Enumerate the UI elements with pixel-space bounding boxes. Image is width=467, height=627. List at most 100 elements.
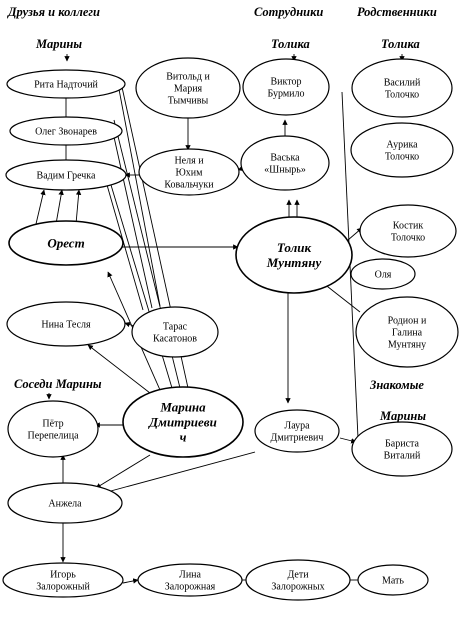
edge-taras-rita [116, 83, 161, 307]
node-nelya-label: Неля и [174, 156, 204, 167]
node-mat-ellipse [357, 564, 429, 596]
node-taras-ellipse [131, 306, 219, 358]
node-petr-ellipse [7, 400, 99, 458]
node-rodion-ellipse [355, 296, 459, 368]
node-igor-label: Залорожный [36, 582, 90, 593]
node-rodion-label: Мунтяну [388, 340, 426, 351]
node-marina-label: Марина [159, 400, 206, 415]
edge-igor-lina [122, 578, 139, 584]
node-tolik-label: Толик [277, 240, 312, 255]
node-nina-label: Нина Тесля [41, 320, 91, 331]
node-lina-label: Залорожная [165, 582, 216, 593]
node-kostik-ellipse [359, 204, 457, 258]
node-viktor-label: Виктор [271, 77, 302, 88]
node-rita-ellipse [6, 69, 126, 99]
node-orest-ellipse [8, 220, 124, 266]
node-nina: Нина Тесля [6, 301, 126, 347]
node-olya-ellipse [350, 258, 416, 290]
heading-relatives-line2: Толика [381, 37, 420, 51]
node-olya-label: Оля [375, 270, 392, 281]
node-olya: Оля [350, 258, 416, 290]
node-anzhela: Анжела [7, 482, 123, 524]
node-rita: Рита Надточий [6, 69, 126, 99]
edge-tolik-rodion [322, 282, 361, 313]
node-marina-ellipse [122, 386, 244, 458]
node-marina-label: Дмитриеви [148, 415, 217, 430]
node-viktor-label: Бурмило [267, 89, 304, 100]
node-vaska-label: Васька [270, 153, 300, 164]
node-vadim-ellipse [5, 159, 127, 191]
node-vitold-label: Витольд и [166, 72, 210, 83]
heading-acquaintances-line2: Марины [379, 409, 426, 423]
heading-relatives-line1: Родственники [357, 5, 437, 19]
node-nina-ellipse [6, 301, 126, 347]
node-vasiliy-label: Толочко [385, 90, 419, 101]
node-nelya-ellipse [138, 148, 240, 196]
node-aurika-label: Толочко [385, 152, 419, 163]
node-kostik-label: Толочко [391, 233, 425, 244]
edge-orest-vadim-a [35, 189, 46, 225]
node-taras-label: Тарас [163, 322, 188, 333]
node-rodion-label: Родион и [388, 316, 427, 327]
node-petr-label: Перепелица [27, 431, 79, 442]
node-marina-label: ч [180, 430, 187, 445]
edge-taras-vadim [103, 177, 144, 311]
node-vasiliy-label: Василий [384, 78, 421, 89]
node-viktor-ellipse [242, 58, 330, 116]
node-vaska-ellipse [240, 135, 330, 191]
node-laura-label: Дмитриевич [271, 433, 324, 444]
node-vaska-label: «Шнырь» [264, 165, 306, 176]
node-tolik-ellipse [235, 216, 353, 294]
node-orest: Орест [8, 220, 124, 266]
node-igor-ellipse [2, 562, 124, 598]
node-barista-ellipse [351, 421, 453, 477]
node-nelya-label: Юхим [176, 168, 204, 179]
heading-neighbors: Соседи Марины [14, 377, 102, 391]
edge-orest-vadim-c [75, 189, 82, 225]
node-mat: Мать [357, 564, 429, 596]
node-vitold-label: Мария [174, 84, 203, 95]
edge-marina-nina [87, 344, 151, 394]
node-vadim-label: Вадим Гречка [37, 171, 96, 182]
node-vadim: Вадим Гречка [5, 159, 127, 191]
node-anzhela-label: Анжела [48, 499, 82, 510]
node-vitold-label: Тымчивы [168, 96, 209, 107]
node-laura-label: Лаура [284, 421, 310, 432]
heading-friends-line2: Марины [35, 37, 82, 51]
heading-coworkers-line1: Сотрудники [254, 5, 323, 19]
node-anzhela-ellipse [7, 482, 123, 524]
node-deti-label: Дети [287, 570, 309, 581]
node-rita-label: Рита Надточий [34, 80, 98, 91]
edge-orest-vadim-b [55, 189, 64, 225]
node-aurika-ellipse [350, 122, 454, 178]
node-vitold-ellipse [135, 57, 241, 119]
node-oleg-ellipse [9, 116, 123, 146]
node-taras-label: Касатонов [153, 334, 197, 345]
node-kostik-label: Костик [393, 221, 424, 232]
node-deti-ellipse [245, 559, 351, 601]
node-igor-label: Игорь [50, 570, 76, 581]
heading-coworkers-line2: Толика [271, 37, 310, 51]
heading-friends-line1: Друзья и коллеги [7, 5, 100, 19]
edge-taras-oleg [110, 127, 153, 309]
node-oleg: Олег Звонарев [9, 116, 123, 146]
node-oleg-label: Олег Звонарев [35, 127, 97, 138]
node-orest-label: Орест [47, 236, 84, 251]
heading-acquaintances-line1: Знакомые [369, 378, 424, 392]
